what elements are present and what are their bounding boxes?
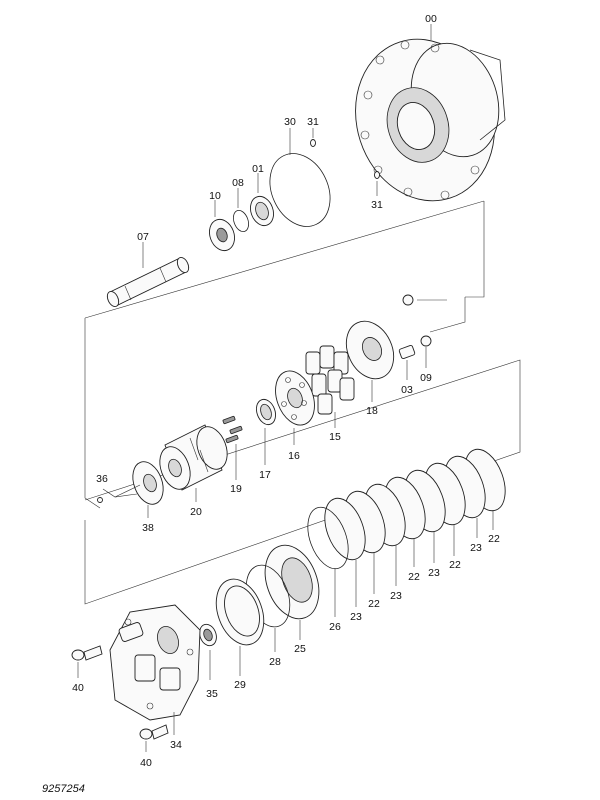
part-31-pin-upper <box>310 139 316 147</box>
label-15: 15 <box>329 431 341 443</box>
part-07-shaft <box>106 256 190 308</box>
label-03: 03 <box>401 384 413 396</box>
label-01: 01 <box>252 163 264 175</box>
part-08-snap-ring <box>233 209 249 233</box>
label-28: 28 <box>269 656 281 668</box>
part-01-bearing <box>250 195 274 227</box>
label-22-b: 22 <box>449 559 461 571</box>
part-16-retainer-plate <box>275 370 315 426</box>
label-18: 18 <box>366 405 378 417</box>
group-boundary-upper <box>84 318 101 509</box>
leader-09 <box>429 297 466 333</box>
label-35: 35 <box>206 688 218 700</box>
part-10-bearing <box>209 218 235 252</box>
part-00-housing <box>355 24 506 202</box>
label-00: 00 <box>425 13 437 25</box>
part-40-bolt-upper <box>71 645 103 661</box>
label-10: 10 <box>209 190 221 202</box>
drawing-code: 9257254 <box>42 783 85 795</box>
label-23-c: 23 <box>390 590 402 602</box>
part-31-pin-lower <box>374 171 380 179</box>
group-boundary-top <box>84 200 485 319</box>
label-40-upper: 40 <box>72 682 84 694</box>
part-20-cylinder-block <box>159 424 228 491</box>
label-22-c: 22 <box>408 571 420 583</box>
label-40-lower: 40 <box>140 757 152 769</box>
label-29: 29 <box>234 679 246 691</box>
label-16: 16 <box>288 450 300 462</box>
label-26: 26 <box>329 621 341 633</box>
part-19-pins <box>222 415 243 444</box>
label-09: 09 <box>420 372 432 384</box>
group-boundary-right <box>465 201 485 298</box>
part-09-plug-upper <box>402 294 414 306</box>
label-22-d: 22 <box>368 598 380 610</box>
label-30: 30 <box>284 116 296 128</box>
label-07: 07 <box>137 231 149 243</box>
label-22-a: 22 <box>488 533 500 545</box>
label-23-b: 23 <box>428 567 440 579</box>
label-23-d: 23 <box>350 611 362 623</box>
part-35-bearing <box>199 623 217 647</box>
part-29-plate <box>215 578 265 646</box>
part-03-pin <box>398 345 416 359</box>
label-31-upper: 31 <box>307 116 319 128</box>
part-34-rear-cover <box>109 604 201 721</box>
label-20: 20 <box>190 506 202 518</box>
part-40-bolt-lower <box>139 724 169 740</box>
part-15-pistons <box>305 345 355 415</box>
label-23-a: 23 <box>470 542 482 554</box>
part-09-plug <box>420 335 432 347</box>
label-08: 08 <box>232 177 244 189</box>
part-25-brake-piston <box>264 544 320 620</box>
part-38-swash-plate <box>132 461 164 505</box>
part-18-valve-plate <box>345 320 395 380</box>
part-17-bushing <box>255 398 277 426</box>
group-boundary-lower <box>84 359 521 605</box>
part-36-ball <box>97 497 103 503</box>
label-34: 34 <box>170 739 182 751</box>
label-25: 25 <box>294 643 306 655</box>
label-36: 36 <box>96 473 108 485</box>
part-30-oring <box>269 153 331 227</box>
label-31-lower: 31 <box>371 199 383 211</box>
part-22-23-disc-stack <box>307 448 506 570</box>
label-19: 19 <box>230 483 242 495</box>
label-17: 17 <box>259 469 271 481</box>
label-38: 38 <box>142 522 154 534</box>
